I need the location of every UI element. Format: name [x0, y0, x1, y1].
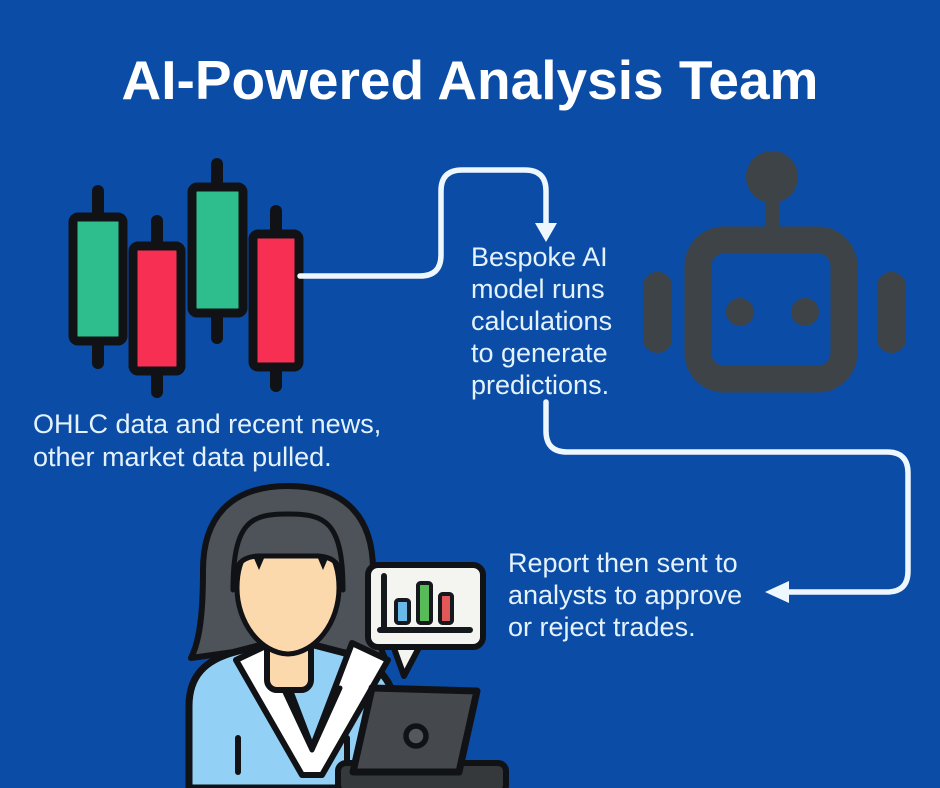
- bar-chart-speech-bubble-icon: [365, 562, 486, 679]
- candlestick-chart-icon: [68, 158, 304, 398]
- caption-report-review: Report then sent to analysts to approve …: [508, 548, 743, 642]
- caption-ai-model: Bespoke AI model runs calculations to ge…: [471, 242, 613, 400]
- arrow-candles-to-ai-icon: [297, 167, 557, 279]
- page-title: AI-Powered Analysis Team: [121, 49, 819, 111]
- analyst-with-laptop-illustration: [185, 483, 509, 788]
- robot-icon: [643, 151, 906, 393]
- hair-bangs: [230, 511, 346, 593]
- caption-data-pull: OHLC data and recent news, other market …: [33, 409, 382, 472]
- arrow-ai-to-analyst-icon: [543, 399, 911, 603]
- laptop-icon: [335, 684, 509, 788]
